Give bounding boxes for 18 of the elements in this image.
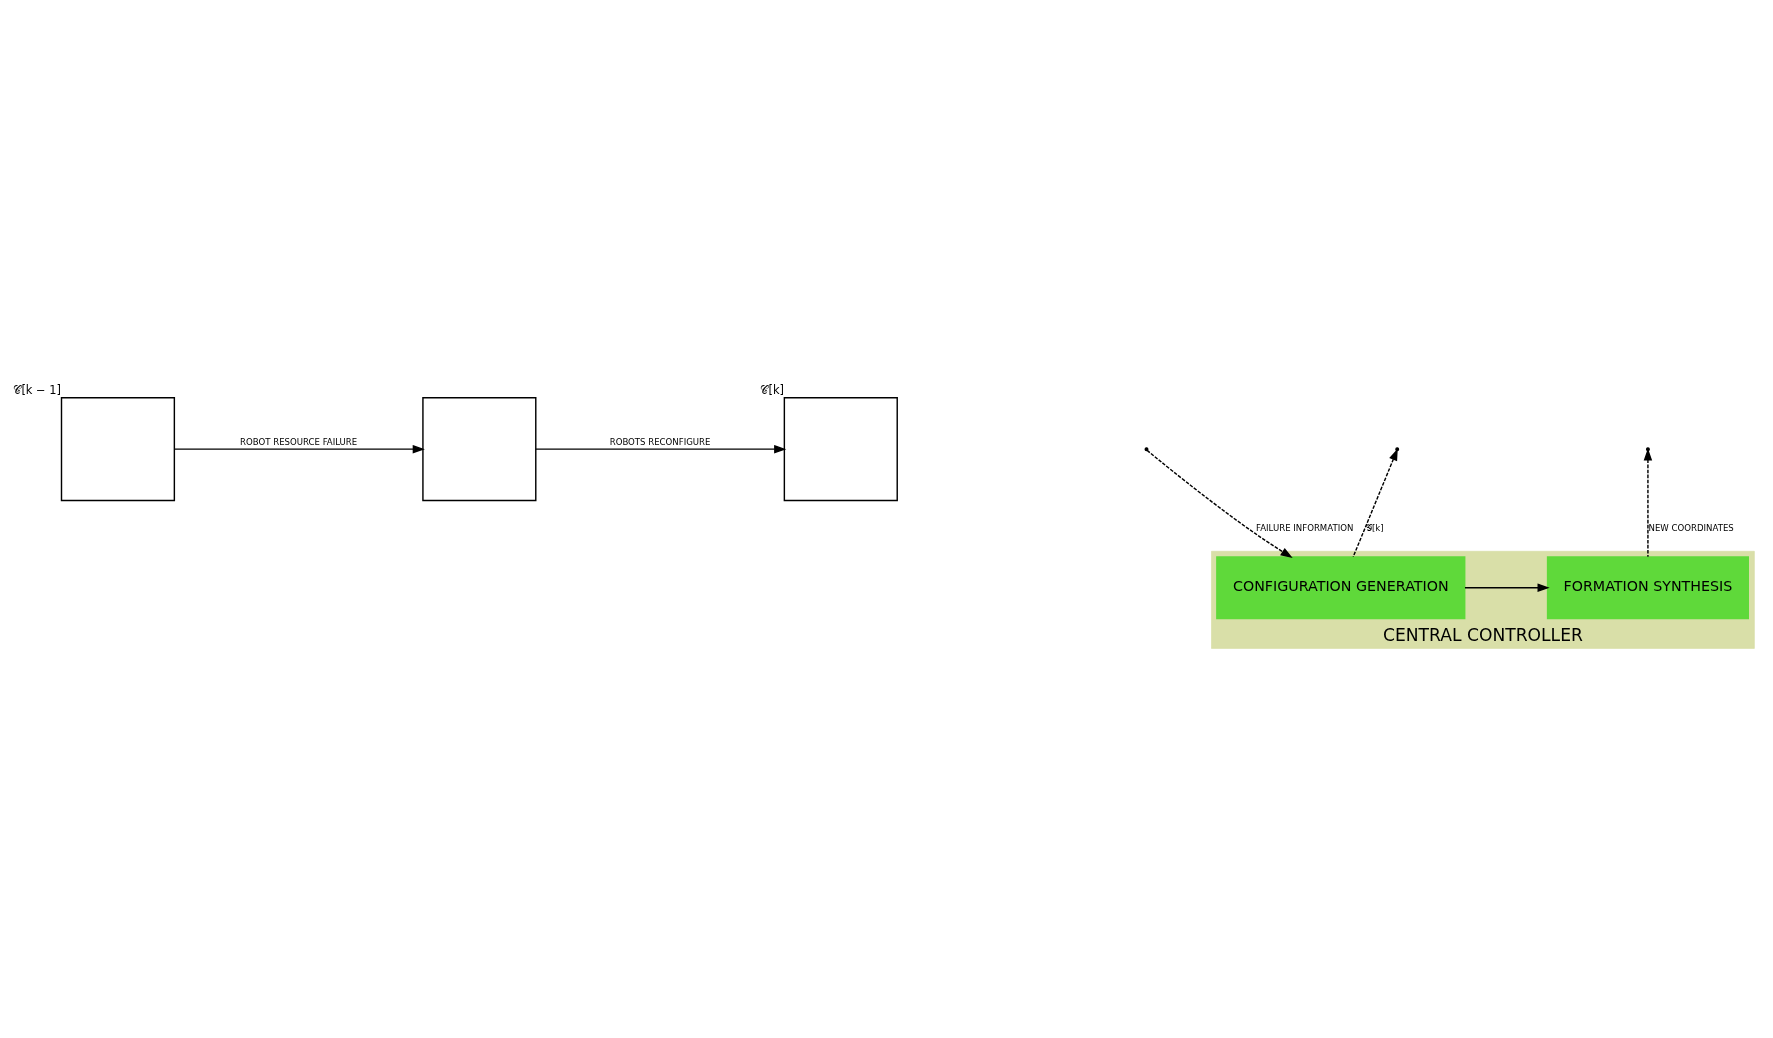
arrow (1464, 582, 1550, 592)
edge-label: ROBOT RESOURCE FAILURE (240, 436, 358, 447)
arrow (173, 444, 425, 453)
edge-label: FAILURE INFORMATION (1256, 522, 1354, 533)
node-label: 𝒞[k] (760, 382, 784, 397)
edge-label: ROBOTS RECONFIGURE (609, 436, 711, 447)
arrow (1146, 449, 1293, 558)
node-box (783, 396, 898, 501)
arrow (535, 444, 787, 453)
arrow (1352, 447, 1398, 557)
edge-label: 𝒢[k] (1365, 522, 1384, 533)
node-box (422, 396, 537, 501)
node-box: FORMATION SYNTHESIS (1546, 555, 1749, 619)
edge-label: NEW COORDINATES (1648, 522, 1734, 533)
node-box (60, 396, 176, 501)
arrow (1643, 447, 1653, 557)
node-box: CONFIGURATION GENERATION (1216, 555, 1466, 619)
node-label: 𝒞[k − 1] (13, 382, 61, 397)
